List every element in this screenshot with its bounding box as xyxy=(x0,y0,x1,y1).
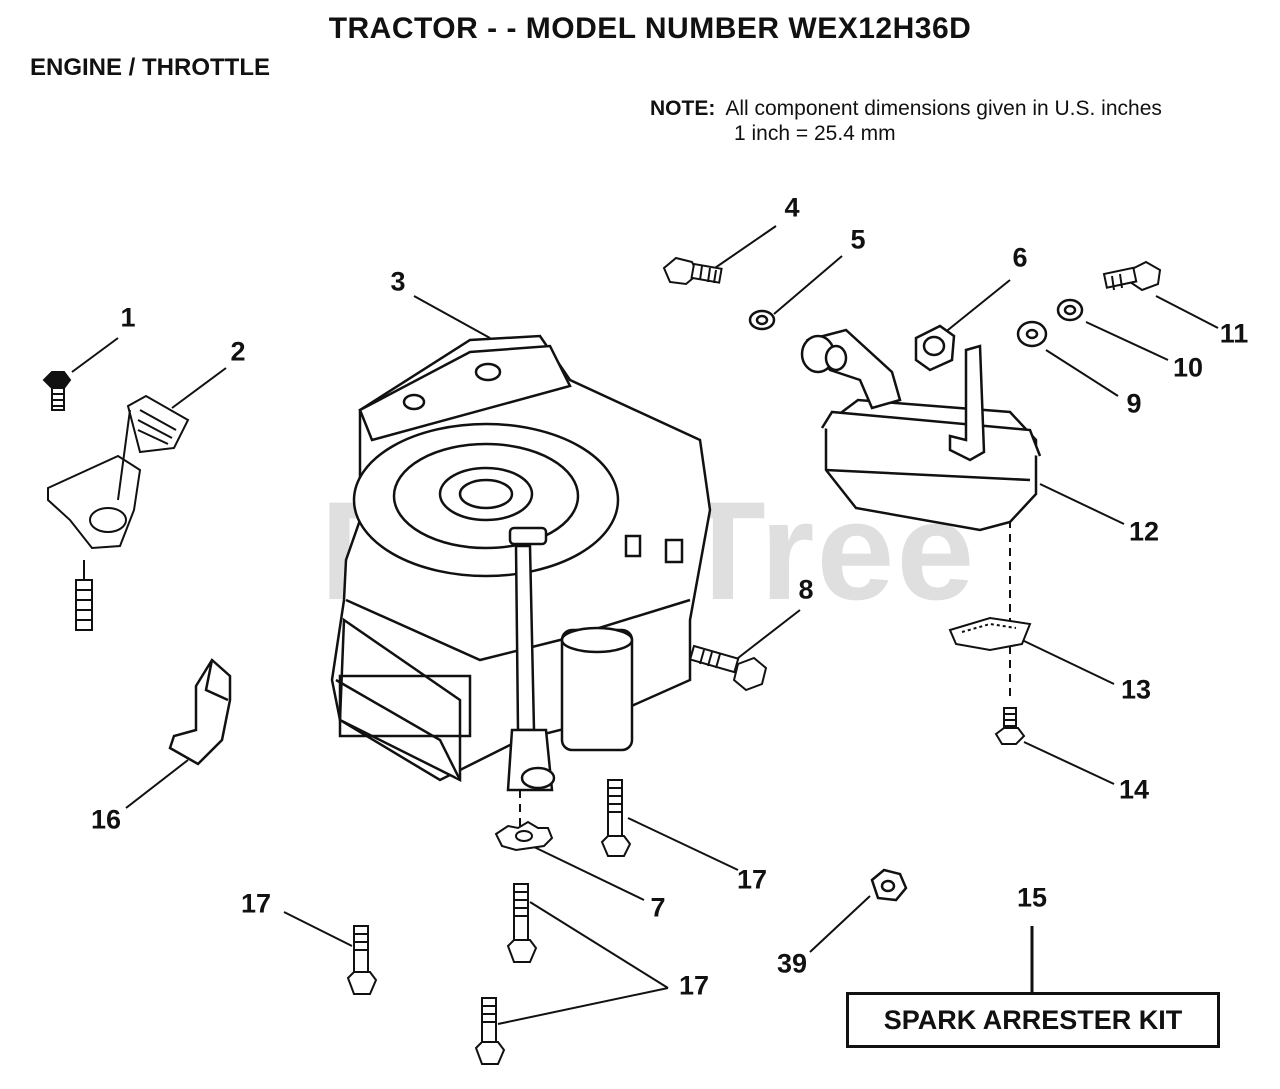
callout-16: 16 xyxy=(90,804,122,835)
leader-12 xyxy=(1039,483,1125,525)
section-title: ENGINE / THROTTLE xyxy=(30,54,270,81)
leader-3 xyxy=(413,295,491,339)
callout-11: 11 xyxy=(1219,318,1249,349)
callout-7: 7 xyxy=(650,892,666,923)
part-11-bolt xyxy=(1102,260,1162,292)
leader-39 xyxy=(809,895,871,953)
part-17-bolt-a xyxy=(600,779,632,857)
part-5-lock-washer xyxy=(748,309,776,331)
part-10-lock-washer xyxy=(1056,298,1084,322)
leader-7 xyxy=(531,845,645,901)
part-12-muffler xyxy=(800,328,1042,532)
callout-8: 8 xyxy=(798,574,814,605)
leader-4 xyxy=(711,225,777,271)
leader-11 xyxy=(1155,295,1219,329)
dimension-note: NOTE: All component dimensions given in U… xyxy=(650,96,1162,145)
part-8-bolt xyxy=(688,644,768,692)
callout-5: 5 xyxy=(850,224,866,255)
part-17-bolt-c xyxy=(506,883,538,963)
part-39-nut xyxy=(870,868,908,902)
leader-16 xyxy=(125,759,189,809)
callout-4: 4 xyxy=(784,192,800,223)
callout-6: 6 xyxy=(1012,242,1028,273)
callout-39: 39 xyxy=(776,948,808,979)
callout-2: 2 xyxy=(230,336,246,367)
leader-17c xyxy=(529,901,669,989)
callout-1: 1 xyxy=(120,302,136,333)
callout-13: 13 xyxy=(1120,674,1152,705)
diagram-title: TRACTOR - - MODEL NUMBER WEX12H36D xyxy=(328,12,972,45)
callout-17b: 17 xyxy=(240,888,272,919)
part-3-engine xyxy=(330,334,712,792)
part-16-clip xyxy=(168,658,232,766)
leader-6 xyxy=(937,279,1011,339)
callout-10: 10 xyxy=(1172,352,1204,383)
leader-8 xyxy=(737,609,801,659)
leader-17b xyxy=(283,911,353,947)
spark-arrester-kit-label: SPARK ARRESTER KIT xyxy=(846,992,1220,1048)
leader-17d xyxy=(497,987,669,1025)
leader-9 xyxy=(1045,349,1119,397)
leader-10 xyxy=(1085,321,1169,361)
leader-14 xyxy=(1023,741,1115,785)
leader-2 xyxy=(171,367,227,409)
part-2-throttle-bracket xyxy=(47,394,190,631)
callout-3: 3 xyxy=(390,266,406,297)
note-line-2: 1 inch = 25.4 mm xyxy=(734,122,896,145)
part-17-bolt-d xyxy=(474,997,506,1065)
leader-17a xyxy=(627,817,739,871)
part-9-washer xyxy=(1016,320,1048,348)
callout-9: 9 xyxy=(1126,388,1142,419)
part-13-spark-arrester-screen xyxy=(948,616,1032,652)
leader-1 xyxy=(71,337,119,373)
leader-13 xyxy=(1021,639,1115,685)
leader-5 xyxy=(773,255,843,315)
callout-15: 15 xyxy=(1016,882,1048,913)
note-label: NOTE: xyxy=(650,97,716,120)
callout-17a: 17 xyxy=(736,864,768,895)
callout-12: 12 xyxy=(1128,516,1160,547)
part-4-bolt xyxy=(662,256,723,286)
callout-14: 14 xyxy=(1118,774,1150,805)
part-7-star-washer xyxy=(494,820,554,852)
callout-17c: 17 xyxy=(678,970,710,1001)
part-6-gasket xyxy=(914,324,956,372)
note-line-1: All component dimensions given in U.S. i… xyxy=(725,97,1162,120)
part-1-bolt xyxy=(42,371,72,411)
part-14-screw xyxy=(994,707,1026,745)
part-17-bolt-b xyxy=(346,925,378,995)
